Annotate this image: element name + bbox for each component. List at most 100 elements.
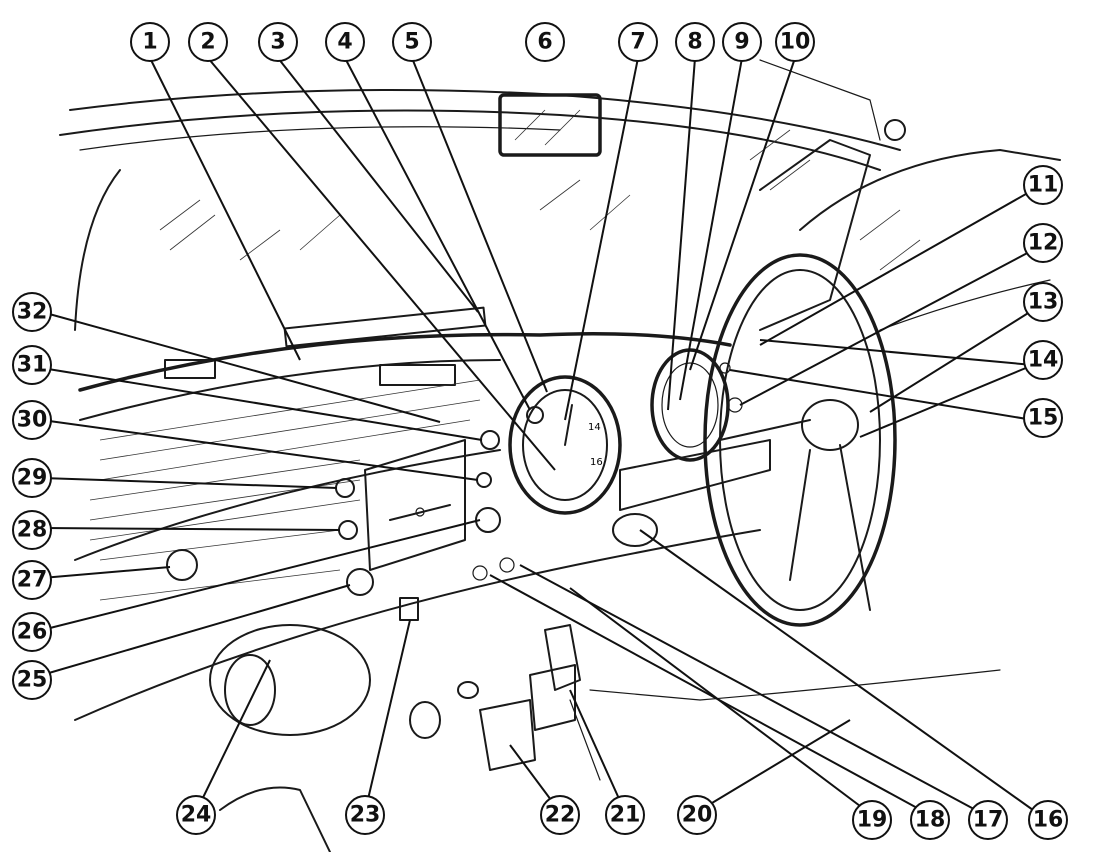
callout-number: 11	[1028, 173, 1059, 198]
leader-14b	[759, 339, 1034, 366]
svg-text:16: 16	[590, 457, 603, 468]
callout-number: 32	[17, 300, 48, 325]
callout-number: 28	[17, 518, 48, 543]
callout-18: 18	[910, 800, 950, 840]
steering-wheel	[703, 253, 897, 627]
callout-13: 13	[1023, 282, 1063, 322]
door-pillar	[759, 119, 1061, 331]
leader-lines	[41, 57, 1041, 816]
leader-15	[729, 369, 1034, 421]
callout-circle	[12, 400, 52, 440]
callout-number: 29	[17, 466, 48, 491]
callout-circle	[910, 800, 950, 840]
dashboard-top	[74, 306, 761, 721]
windscreen	[59, 59, 921, 331]
callout-12: 12	[1023, 223, 1063, 263]
callout-circle	[325, 22, 365, 62]
callout-1: 1	[130, 22, 170, 62]
leader-30	[41, 419, 479, 481]
leader-4	[344, 57, 531, 411]
leader-5	[411, 57, 548, 393]
leader-27	[41, 566, 171, 579]
leader-10	[689, 57, 796, 371]
leader-21	[569, 689, 626, 813]
leader-29	[41, 477, 338, 489]
speedometer: 14 16	[508, 375, 622, 515]
callout-number: 3	[270, 30, 285, 55]
svg-text:14: 14	[588, 422, 601, 433]
callout-circle	[722, 22, 762, 62]
callout-number: 10	[780, 30, 811, 55]
callout-number: 13	[1028, 290, 1059, 315]
callout-number: 20	[682, 803, 713, 828]
callout-circle	[618, 22, 658, 62]
leader-26	[41, 519, 481, 631]
callout-32: 32	[12, 292, 52, 332]
callout-4: 4	[325, 22, 365, 62]
callout-25: 25	[12, 660, 52, 700]
callout-circle	[677, 795, 717, 835]
callout-29: 29	[12, 458, 52, 498]
callout-circle	[12, 612, 52, 652]
leader-3	[277, 57, 479, 313]
callout-circle	[345, 795, 385, 835]
leader-18	[489, 574, 931, 816]
callout-number: 8	[687, 30, 702, 55]
callout-number: 26	[17, 620, 48, 645]
callout-9: 9	[722, 22, 762, 62]
callout-number: 6	[537, 30, 552, 55]
callout-5: 5	[392, 22, 432, 62]
leader-9	[679, 57, 743, 401]
callout-circle	[12, 292, 52, 332]
callout-21: 21	[605, 795, 645, 835]
leader-16	[639, 529, 1041, 816]
callout-19: 19	[852, 800, 892, 840]
callout-2: 2	[188, 22, 228, 62]
callout-number: 14	[1028, 348, 1059, 373]
callout-circle	[968, 800, 1008, 840]
callout-circle	[12, 510, 52, 550]
callout-number: 23	[350, 803, 381, 828]
leader-28	[41, 527, 341, 531]
callout-number: 22	[545, 803, 576, 828]
callout-17: 17	[968, 800, 1008, 840]
callout-number: 5	[404, 30, 419, 55]
callout-circle	[852, 800, 892, 840]
callout-number: 12	[1028, 231, 1059, 256]
callout-3: 3	[258, 22, 298, 62]
leader-19	[569, 587, 873, 816]
callout-24: 24	[176, 795, 216, 835]
callout-circle	[12, 660, 52, 700]
callout-circle	[675, 22, 715, 62]
leader-32	[41, 311, 441, 423]
callout-circle	[258, 22, 298, 62]
leader-11	[759, 189, 1034, 346]
leader-20	[696, 719, 851, 813]
callout-number: 25	[17, 668, 48, 693]
steering-column	[612, 439, 771, 547]
callout-number: 17	[973, 808, 1004, 833]
callout-20: 20	[677, 795, 717, 835]
callout-16: 16	[1028, 800, 1068, 840]
callout-number: 27	[17, 568, 48, 593]
callout-number: 4	[337, 30, 352, 55]
callout-circle	[12, 458, 52, 498]
callout-circle	[775, 22, 815, 62]
callout-30: 30	[12, 400, 52, 440]
callout-number: 7	[630, 30, 645, 55]
leader-31	[41, 367, 483, 441]
callout-circle	[1023, 165, 1063, 205]
leader-23	[364, 619, 411, 813]
callout-circle	[605, 795, 645, 835]
callout-11: 11	[1023, 165, 1063, 205]
callout-14: 14	[1023, 340, 1063, 380]
callout-10: 10	[775, 22, 815, 62]
leader-2	[207, 57, 556, 471]
callout-circle	[12, 345, 52, 385]
callout-number: 31	[17, 353, 48, 378]
callout-26: 26	[12, 612, 52, 652]
callout-7: 7	[618, 22, 658, 62]
rev-counter	[650, 348, 730, 462]
callout-circle	[12, 560, 52, 600]
